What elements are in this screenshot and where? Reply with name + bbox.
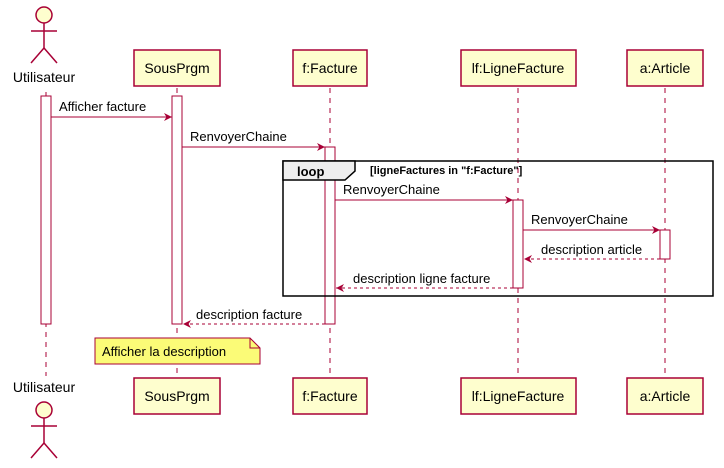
actor-label-top: Utilisateur: [13, 69, 76, 85]
participant-label-top: SousPrgm: [144, 60, 209, 76]
participant-lignefacture-bottom: lf:LigneFacture: [460, 377, 577, 415]
participant-sousprgm-top: SousPrgm: [133, 49, 221, 87]
loop-label-tab: [282, 160, 356, 181]
message-label-description-facture: description facture: [196, 307, 302, 322]
participant-facture-bottom: f:Facture: [292, 377, 368, 415]
activation-bars: [40, 95, 671, 325]
message-label-description-ligne-facture: description ligne facture: [353, 271, 490, 286]
actor-figure-icon: [30, 401, 58, 459]
message-label-afficher-facture: Afficher facture: [59, 99, 146, 114]
message-label-renvoyer-chaine-2: RenvoyerChaine: [343, 182, 440, 197]
activation-facture: [324, 146, 336, 325]
loop-frame: [282, 160, 714, 297]
participant-label-bottom: lf:LigneFacture: [472, 388, 565, 404]
participant-label-top: lf:LigneFacture: [472, 60, 565, 76]
participant-article-bottom: a:Article: [626, 377, 704, 415]
message-label-renvoyer-chaine-1: RenvoyerChaine: [190, 129, 287, 144]
loop-fragment: loop [ligneFactures in "f:Facture"]: [282, 160, 714, 297]
note-fold: [249, 338, 260, 349]
actor-figure-icon: [30, 6, 58, 64]
note: Afficher la description: [94, 337, 261, 365]
participant-label-bottom: f:Facture: [302, 388, 357, 404]
participant-lignefacture-top: lf:LigneFacture: [460, 49, 577, 87]
message-label-renvoyer-chaine-3: RenvoyerChaine: [531, 212, 628, 227]
actor-utilisateur-bottom: Utilisateur: [13, 379, 76, 459]
loop-condition: [ligneFactures in "f:Facture"]: [370, 165, 523, 177]
message-label-description-article: description article: [541, 242, 642, 257]
participant-sousprgm-bottom: SousPrgm: [133, 377, 221, 415]
lifelines: [45, 88, 666, 380]
activation-sousprgm: [171, 95, 183, 325]
activation-article: [659, 229, 671, 260]
actor-utilisateur-top: Utilisateur: [13, 6, 76, 85]
activation-utilisateur: [40, 95, 52, 325]
note-shape: [94, 337, 261, 365]
participant-label-top: f:Facture: [302, 60, 357, 76]
participant-label-bottom: a:Article: [640, 388, 691, 404]
participant-article-top: a:Article: [626, 49, 704, 87]
participant-label-bottom: SousPrgm: [144, 388, 209, 404]
actor-label-bottom: Utilisateur: [13, 379, 76, 395]
participants-top: Utilisateur SousPrgm f:Facture lf:LigneF…: [13, 6, 704, 87]
note-text: Afficher la description: [102, 344, 226, 359]
participant-facture-top: f:Facture: [292, 49, 368, 87]
loop-keyword: loop: [297, 164, 324, 179]
participant-label-top: a:Article: [640, 60, 691, 76]
messages: Afficher facture RenvoyerChaine Renvoyer…: [51, 99, 660, 328]
participants-bottom: Utilisateur SousPrgm f:Facture lf:LigneF…: [13, 377, 704, 459]
activation-lignefacture: [512, 199, 524, 289]
